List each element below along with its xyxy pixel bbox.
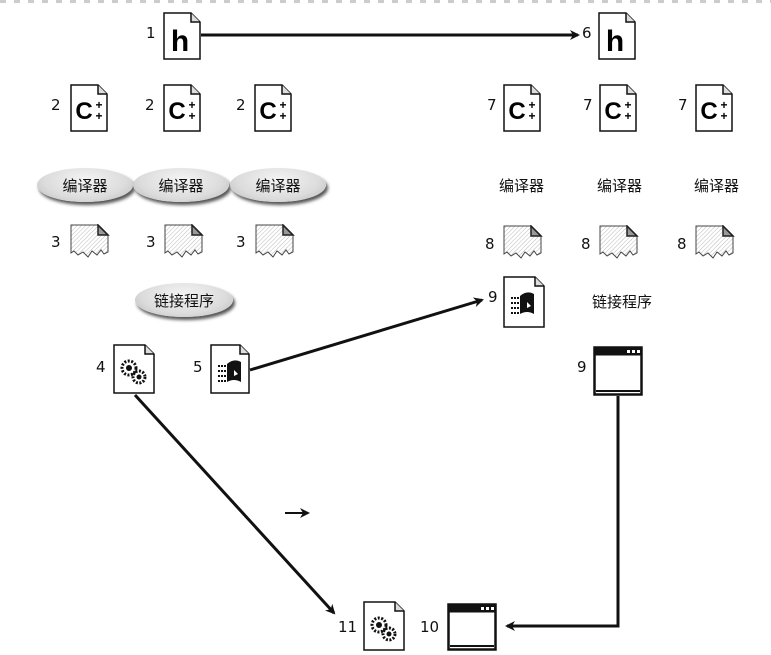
number-label: 8 xyxy=(581,235,591,253)
number-label: 8 xyxy=(677,235,687,253)
cpp-source-icon: C + + xyxy=(70,84,108,132)
svg-text:+: + xyxy=(279,109,286,123)
svg-text:+: + xyxy=(528,109,535,123)
svg-text:h: h xyxy=(171,25,189,58)
linker-node: 链接程序 xyxy=(135,283,233,317)
header-h-icon: h xyxy=(163,12,201,60)
number-label: 4 xyxy=(96,358,106,376)
svg-text:+: + xyxy=(188,98,195,112)
library-icon xyxy=(503,276,545,328)
svg-text:+: + xyxy=(720,109,727,123)
svg-text:C: C xyxy=(168,98,185,125)
compiler-label: 编译器 xyxy=(499,177,545,195)
arrow-library-5-to-9 xyxy=(249,297,484,372)
object-file-icon xyxy=(695,224,735,273)
number-label: 5 xyxy=(193,358,203,376)
number-label: 10 xyxy=(420,618,440,636)
linker-label: 链接程序 xyxy=(592,293,653,311)
number-label: 7 xyxy=(583,96,593,114)
window-app-icon xyxy=(447,603,497,651)
number-label: 2 xyxy=(51,96,61,114)
object-file-icon xyxy=(599,224,639,273)
compiler-node: 编译器 xyxy=(230,168,326,202)
svg-text:C: C xyxy=(508,98,525,125)
number-label: 2 xyxy=(236,96,246,114)
svg-text:C: C xyxy=(700,98,717,125)
object-file-icon xyxy=(164,223,204,272)
compiler-node: 编译器 xyxy=(133,168,229,202)
gears-exe-icon xyxy=(113,344,155,394)
number-label: 9 xyxy=(577,358,587,376)
number-label: 8 xyxy=(485,235,495,253)
object-file-icon xyxy=(70,223,110,272)
svg-text:+: + xyxy=(95,98,102,112)
number-label: 2 xyxy=(145,96,155,114)
cpp-source-icon: C + + xyxy=(695,84,733,132)
object-file-icon xyxy=(503,224,543,273)
object-file-icon xyxy=(255,223,295,272)
svg-text:C: C xyxy=(604,98,621,125)
svg-text:+: + xyxy=(95,109,102,123)
cropped-caption-strip xyxy=(0,0,771,3)
svg-text:+: + xyxy=(720,98,727,112)
number-label: 1 xyxy=(146,24,156,42)
arrow-app-9-to-10 xyxy=(505,396,620,631)
number-label: 11 xyxy=(338,618,358,636)
svg-text:+: + xyxy=(624,98,631,112)
svg-text:+: + xyxy=(624,109,631,123)
number-label: 3 xyxy=(146,233,156,251)
cpp-source-icon: C + + xyxy=(503,84,541,132)
svg-text:+: + xyxy=(528,98,535,112)
svg-text:C: C xyxy=(259,98,276,125)
number-label: 9 xyxy=(488,288,498,306)
number-label: 6 xyxy=(582,24,592,42)
cpp-source-icon: C + + xyxy=(163,84,201,132)
svg-text:C: C xyxy=(75,98,92,125)
gears-exe-icon xyxy=(363,601,405,651)
number-label: 3 xyxy=(51,233,61,251)
library-icon xyxy=(210,344,250,394)
number-label: 7 xyxy=(678,96,688,114)
compiler-node: 编译器 xyxy=(37,168,133,202)
arrow-exe-4-to-11 xyxy=(133,393,336,615)
svg-text:+: + xyxy=(279,98,286,112)
window-app-icon xyxy=(593,346,643,396)
compiler-label: 编译器 xyxy=(694,177,740,195)
svg-text:+: + xyxy=(188,109,195,123)
cpp-source-icon: C + + xyxy=(254,84,292,132)
number-label: 7 xyxy=(487,96,497,114)
compiler-label: 编译器 xyxy=(597,177,643,195)
header-h-icon: h xyxy=(598,12,636,60)
svg-text:h: h xyxy=(606,25,624,58)
number-label: 3 xyxy=(236,233,246,251)
cpp-source-icon: C + + xyxy=(599,84,637,132)
